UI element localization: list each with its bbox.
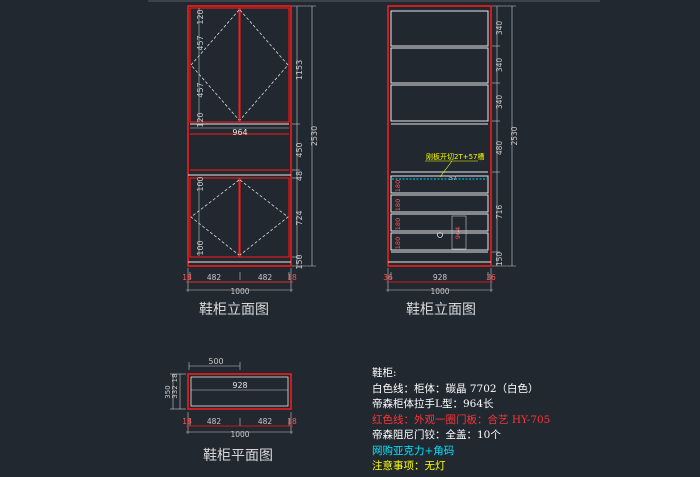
right-drawer-inner [451,215,467,250]
right-bottom-dim-928: 928 [433,273,448,282]
left-dim-457-b: 457 [196,82,205,97]
right-side-dim-340a: 340 [495,21,504,36]
right-bottom-dim-36a: 36 [383,273,393,282]
left-side-dim-1153: 1153 [295,60,304,80]
right-elevation: 刚板开切2T+57槽 57 180 180 180 180 964 340 34… [383,5,519,296]
left-side-dim-150: 150 [295,254,304,269]
plan-bottom-dim-482b: 482 [258,417,273,426]
right-cabinet-outline [387,5,492,267]
left-total-height: 2530 [310,126,319,146]
left-door-swing-lines [190,9,289,256]
left-cabinet-outline [187,5,292,267]
left-bottom-dim-482b: 482 [258,273,273,282]
right-drawer-1 [390,175,489,194]
right-side-dim-340b: 340 [495,58,504,73]
plan-depth-332: 332 [171,385,179,398]
right-drawer-dim-3: 180 [394,218,402,230]
right-shelf-1 [390,10,489,47]
plan-bottom-dim-18a: 18 [182,417,192,426]
plan-inner-body [190,376,289,407]
right-elevation-title: 鞋柜立面图 [406,302,476,318]
right-total-height: 2530 [510,126,519,145]
note-line: 帝森阻尼门铰：全盖：10个 [372,429,501,441]
plan-title: 鞋柜平面图 [203,448,273,464]
left-lower-door-right [239,177,290,258]
plan-bottom-dim-18b: 18 [287,417,297,426]
plan-depth-350: 350 [164,385,172,398]
left-dim-120-bottom: 120 [196,112,205,127]
note-line: 网购亚克力+角码 [372,444,455,457]
right-side-dim-716: 716 [495,205,504,220]
plan-inner-width: 928 [232,381,247,390]
plan-top-dim: 500 [208,357,223,366]
right-drawer-3 [390,213,489,232]
note-line: 帝森柜体拉手L型：964长 [372,398,494,410]
right-shelf-2 [390,47,489,84]
left-elevation: 120 457 457 120 100 100 964 1153 450 [182,5,319,296]
left-upper-door-right [239,7,290,123]
left-side-dim-450: 450 [295,142,304,157]
right-drawer-2 [390,194,489,213]
left-side-dim-48: 48 [295,171,304,181]
right-callout-mark: 57 [449,175,457,182]
right-handle-label: 964 [454,227,462,239]
right-bottom-dim-36b: 36 [486,273,496,282]
right-side-dim-480: 480 [495,141,504,156]
left-lower-door-left [189,177,240,258]
left-bottom-dim-482a: 482 [207,273,222,282]
plan-bottom-dim-482a: 482 [207,417,222,426]
right-side-dim-340c: 340 [495,95,504,110]
right-drawer-knob [437,232,443,238]
plan-depth-18: 18 [171,374,179,383]
left-dim-100-top: 100 [196,176,205,191]
left-bottom-dim-18a: 18 [182,273,192,282]
right-drawer-dim-2: 180 [394,199,402,211]
plan-total-width: 1000 [230,430,249,439]
plan-view: 500 928 350 332 18 18 482 [164,357,297,439]
left-total-width: 1000 [230,287,249,296]
right-callout-text: 刚板开切2T+57槽 [426,152,485,161]
plan-cabinet-outline [187,373,292,410]
right-drawer-dim-1: 180 [394,180,402,192]
right-drawer-4 [390,232,489,251]
left-dim-120-top: 120 [196,9,205,24]
note-line: 注意事项：无灯 [372,460,446,472]
right-shelf-3 [390,84,489,122]
left-dim-457-a: 457 [196,35,205,50]
left-bottom-dim-18b: 18 [287,273,297,282]
right-side-dim-150: 150 [495,252,504,267]
note-line: 白色线：柜体：碳晶 7702（白色） [372,382,539,395]
note-line: 红色线：外观一圈门板：合艺 HY-705 [372,413,551,426]
right-drawer-dim-4: 180 [394,237,402,249]
left-width-label: 964 [232,128,247,137]
left-upper-door-left [189,7,240,123]
left-side-dim-724: 724 [295,210,304,225]
left-dim-100-bottom: 100 [196,240,205,255]
material-notes: 鞋柜: 白色线：柜体：碳晶 7702（白色） 帝森柜体拉手L型：964长 红色线… [372,366,550,475]
note-line: 鞋柜: [372,367,397,379]
left-elevation-title: 鞋柜立面图 [199,302,269,318]
right-total-width: 1000 [430,287,449,296]
